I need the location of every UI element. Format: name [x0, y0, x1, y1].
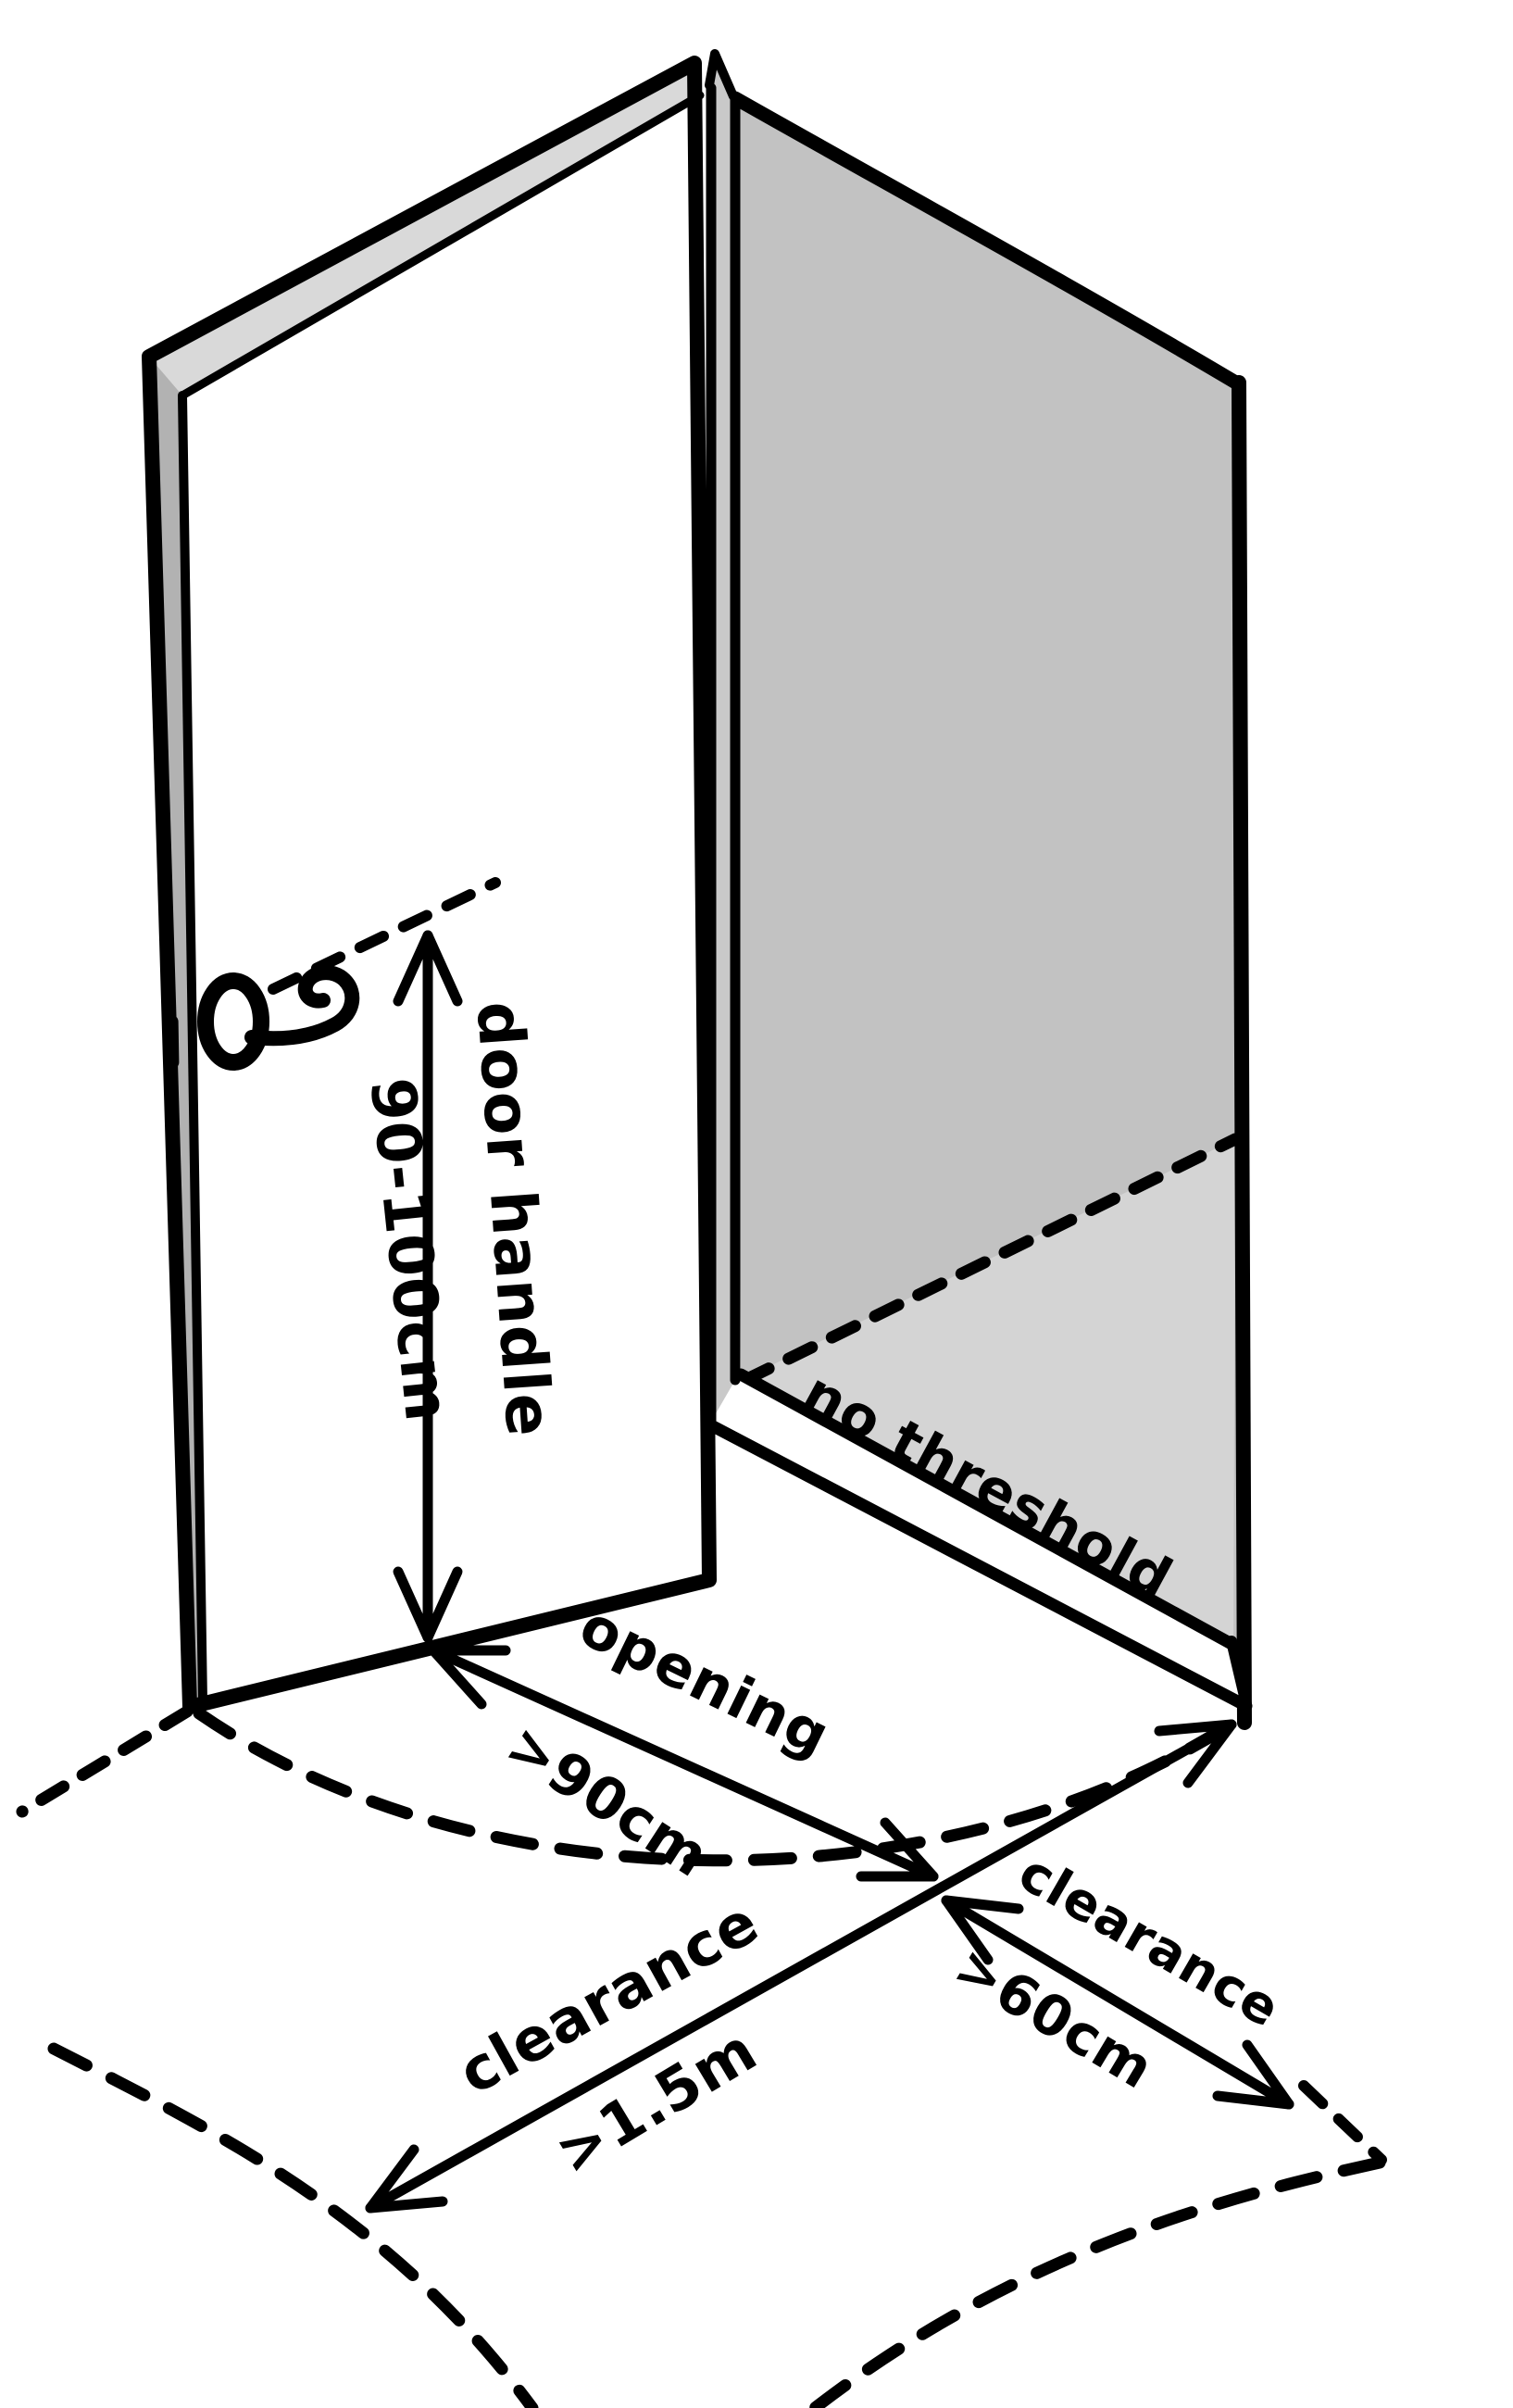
opening-arrow [428, 1645, 939, 1882]
wall-panel [728, 91, 1252, 1730]
door-handle-icon [197, 965, 360, 1071]
door-top-edge [149, 63, 700, 395]
handle-height-arrow [393, 930, 463, 1643]
clearance-boundary-left-dashed [47, 2042, 539, 2408]
side-clearance-arrow [941, 1895, 1294, 2110]
clearance-boundary-right-dashed [808, 2156, 1386, 2408]
label-opening: opening [569, 1591, 841, 1770]
floor-wall-junction-dashed-line [739, 1133, 1242, 1386]
label-opening-value: >90cm [494, 1711, 721, 1890]
door-swing-arc-dashed [193, 1707, 1240, 1867]
handle-height-reference-dashed [268, 877, 501, 995]
door-frame-post [705, 49, 741, 1427]
dashed-guides [16, 877, 1387, 2408]
front-clearance-arrow [365, 1719, 1237, 2214]
door-panel [142, 56, 717, 1714]
lock-plate-icon [164, 1014, 180, 1069]
threshold-strip [706, 1368, 1253, 1712]
side-clearance-extension-dashed [1298, 2080, 1387, 2165]
door-face [182, 95, 709, 1702]
closed-door-dashed-line [16, 1705, 194, 1818]
